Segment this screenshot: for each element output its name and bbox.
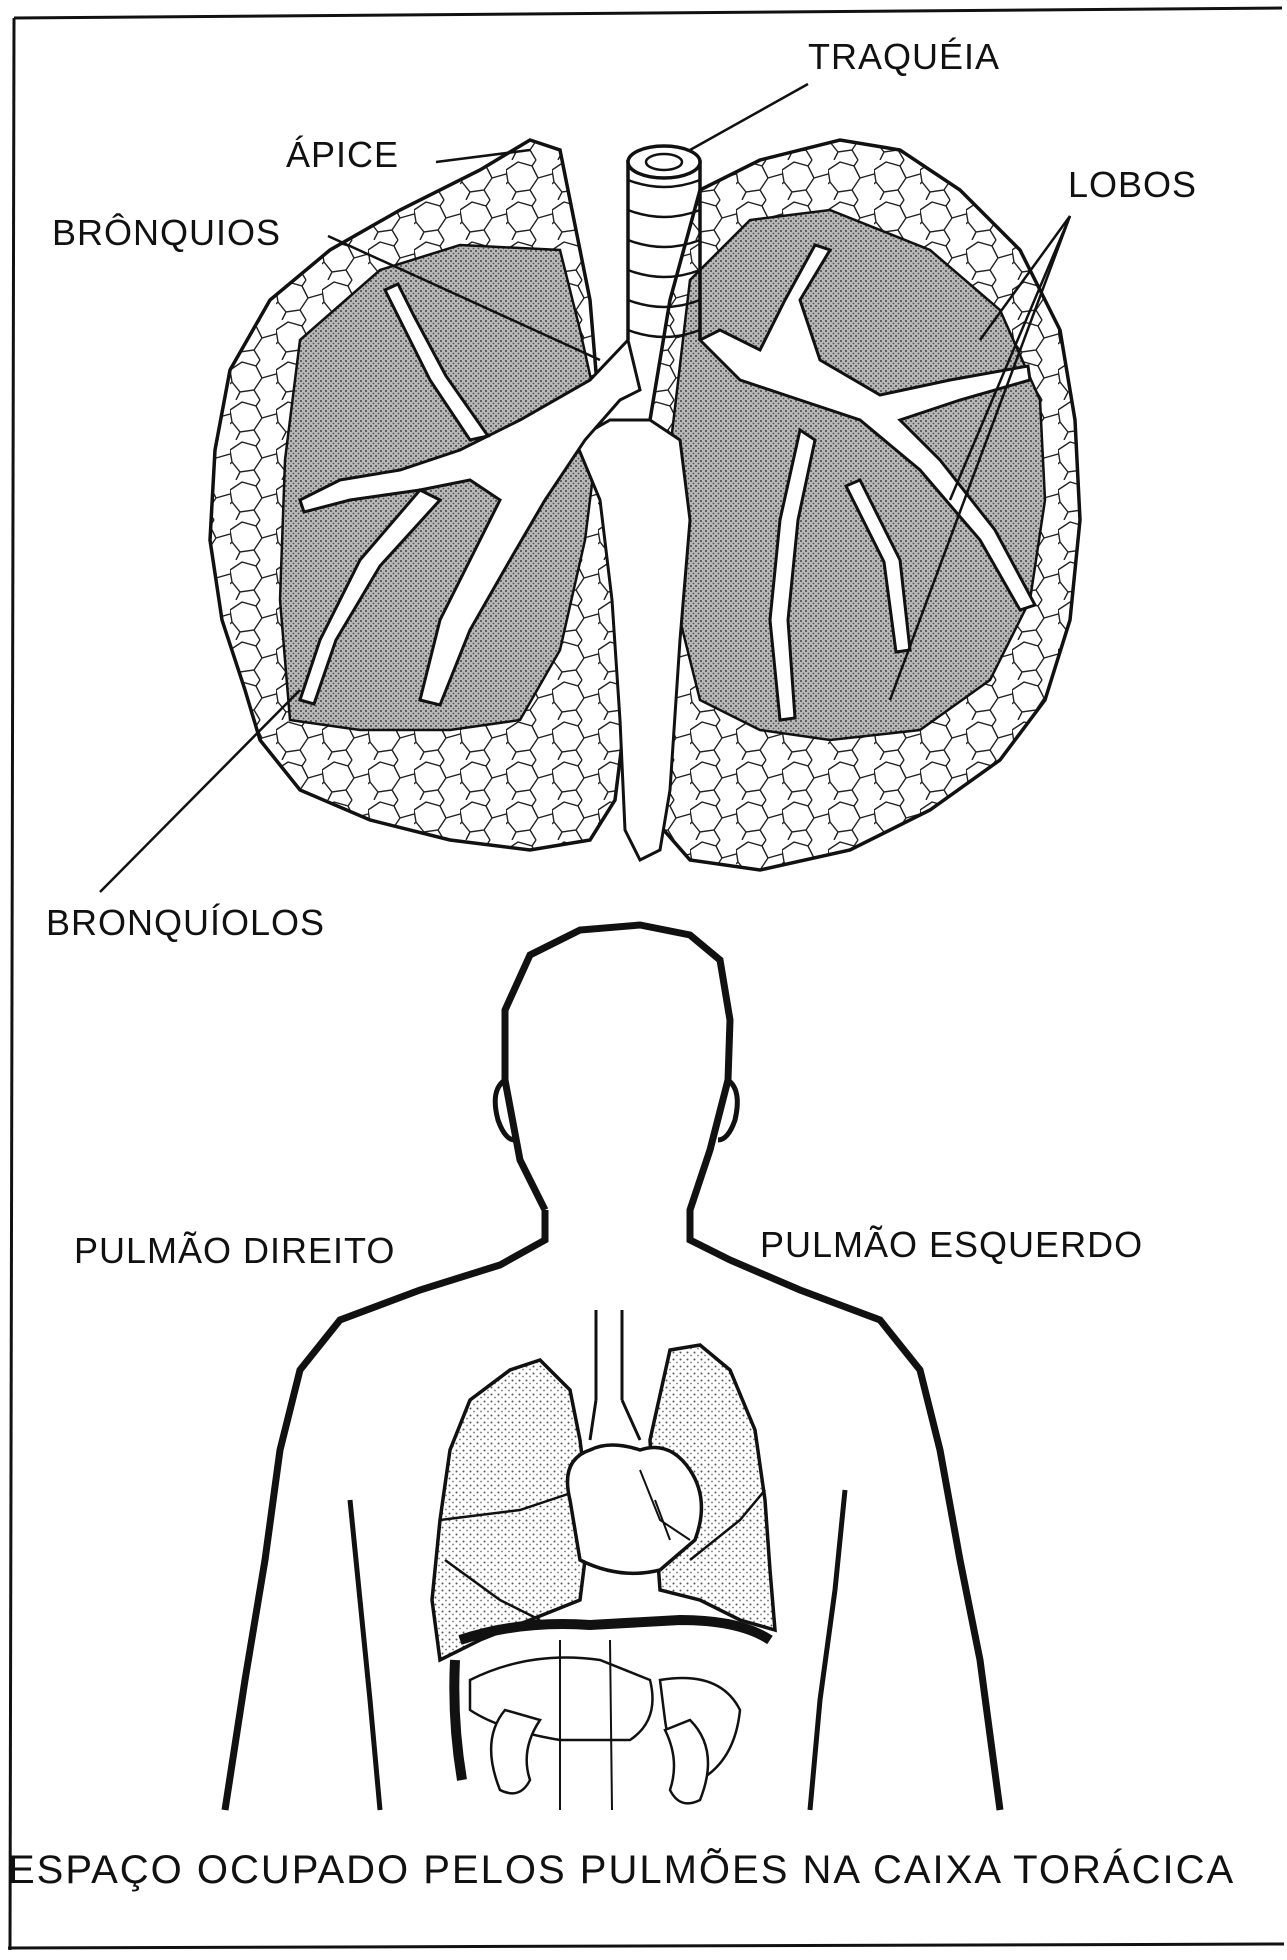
leader-bronquiolos: [100, 690, 300, 892]
lung-section: [100, 84, 1080, 892]
label-pulmao-esquerdo: PULMÃO ESQUERDO: [760, 1224, 1143, 1266]
label-lobos: LOBOS: [1068, 164, 1197, 206]
label-traqueia: TRAQUÉIA: [808, 36, 1000, 78]
kidney-left: [491, 1710, 540, 1793]
label-apice: ÁPICE: [286, 134, 399, 176]
label-bronquios: BRÔNQUIOS: [52, 212, 281, 254]
figure-caption: ESPAÇO OCUPADO PELOS PULMÕES NA CAIXA TO…: [8, 1848, 1235, 1893]
label-bronquiolos: BRONQUÍOLOS: [46, 902, 325, 944]
label-pulmao-direito: PULMÃO DIREITO: [74, 1230, 395, 1272]
torso-figure: [225, 925, 1000, 1810]
leader-traqueia: [690, 84, 808, 150]
page-border: [8, 8, 1284, 1950]
